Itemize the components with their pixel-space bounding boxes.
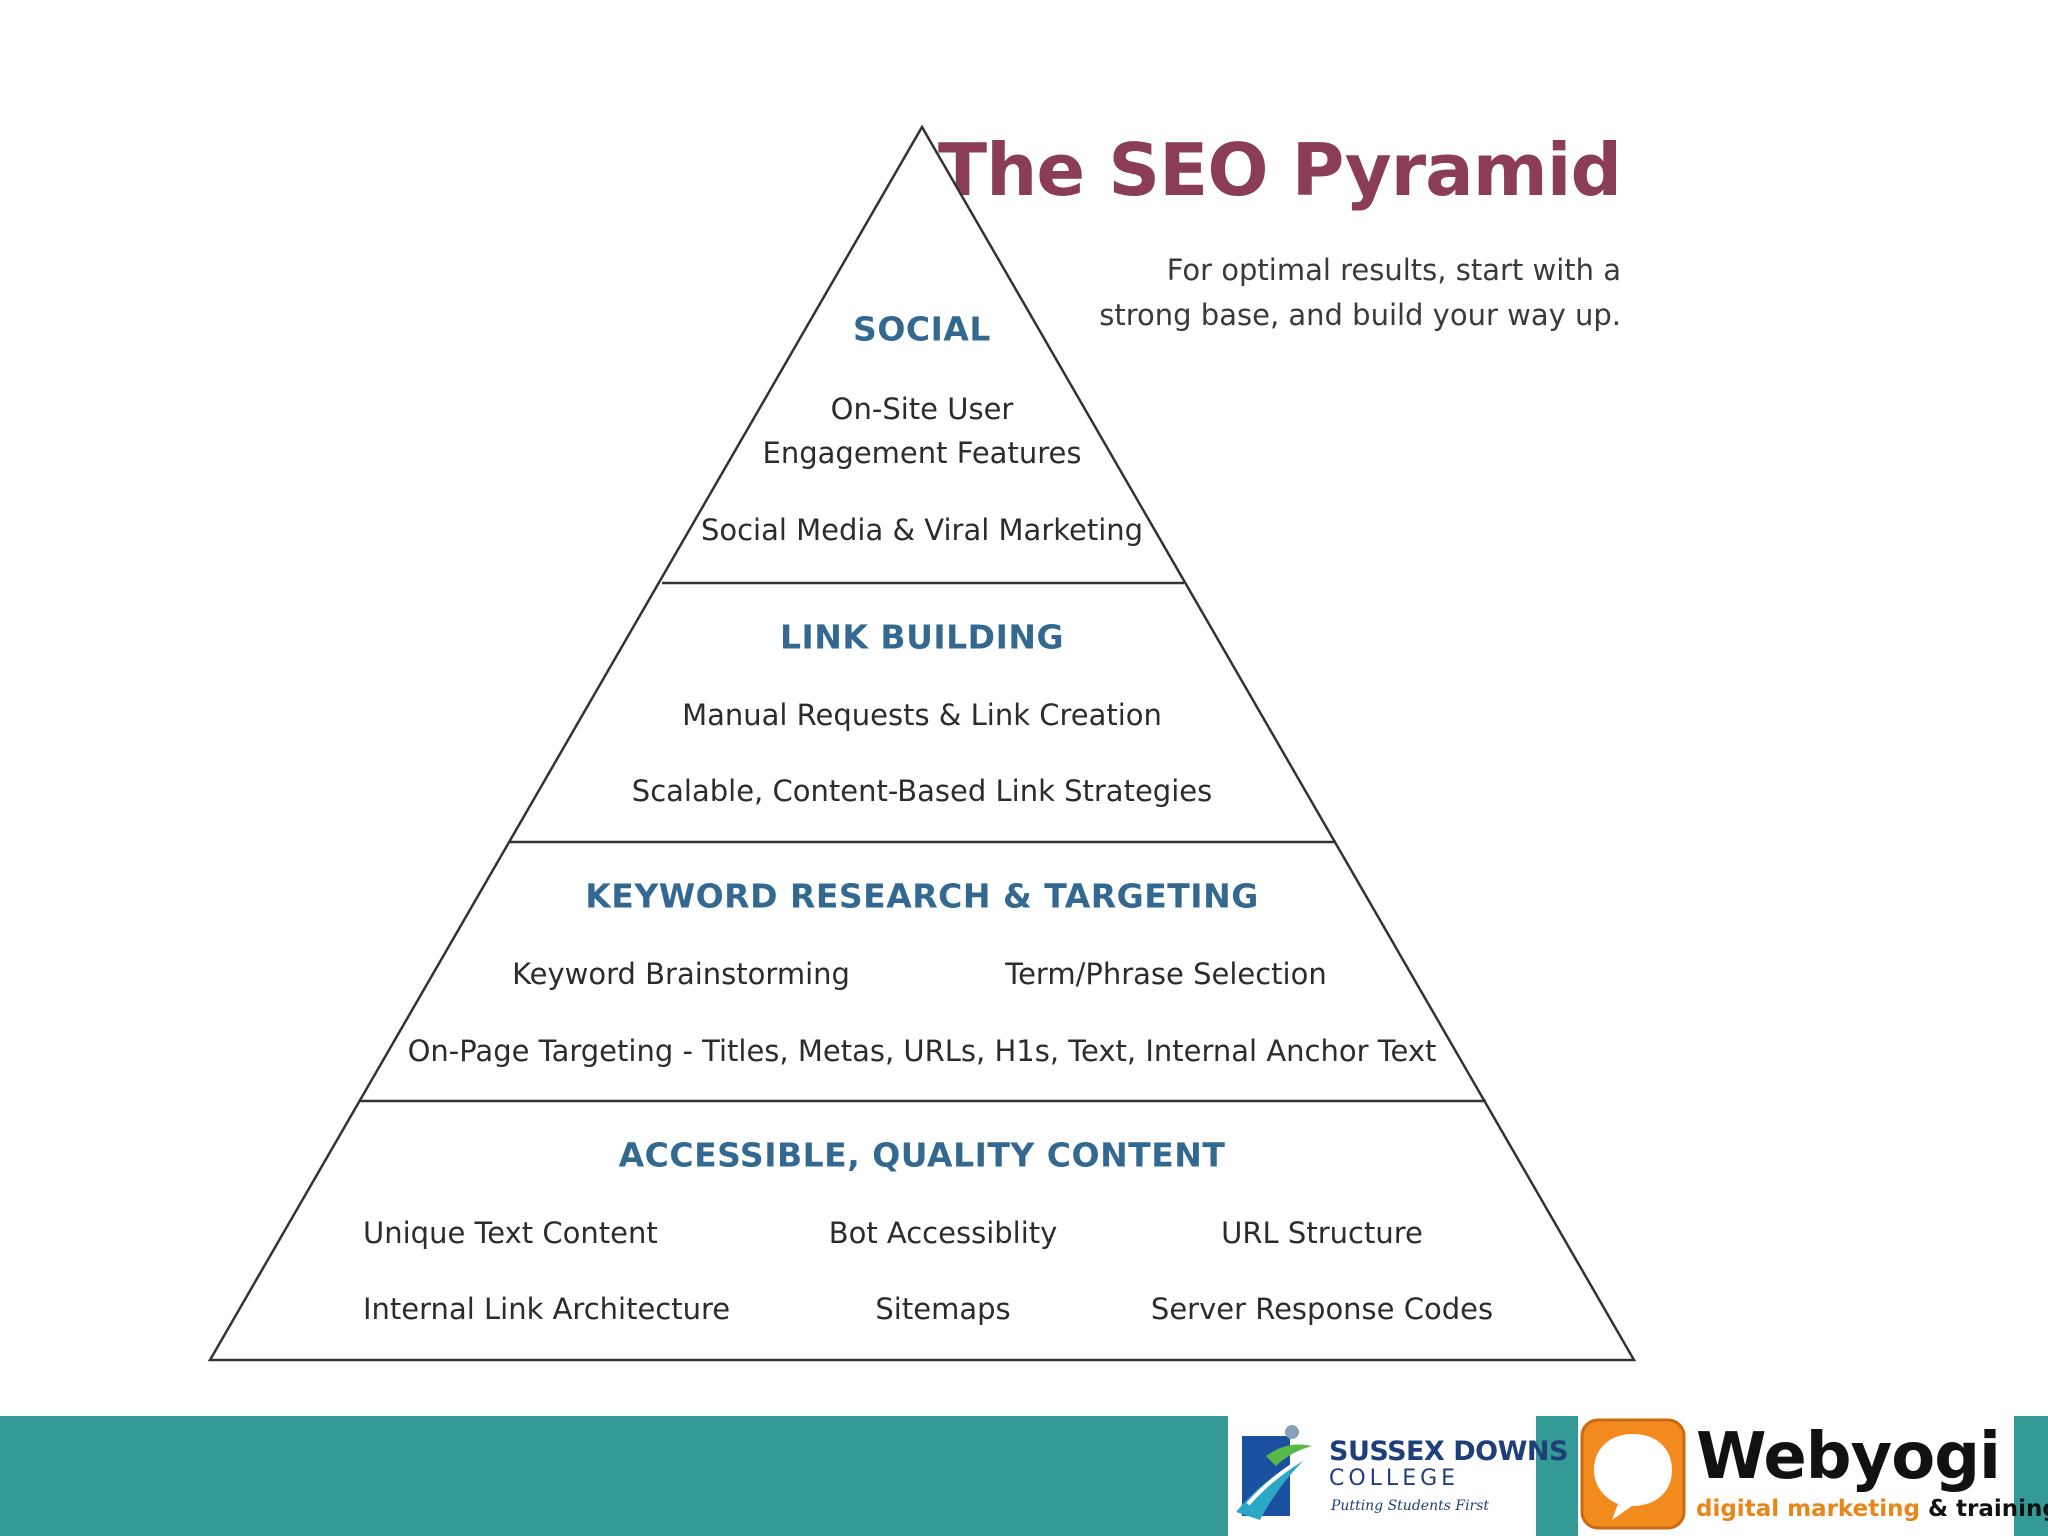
tier-keyword-item: Term/Phrase Selection bbox=[1005, 957, 1327, 991]
sussex-swoosh-icon bbox=[1236, 1425, 1315, 1520]
tier-content-item: Sitemaps bbox=[875, 1292, 1011, 1326]
tier-keyword-item: On-Page Targeting - Titles, Metas, URLs,… bbox=[407, 1034, 1437, 1068]
tier-content-heading: ACCESSIBLE, QUALITY CONTENT bbox=[618, 1135, 1226, 1175]
tier-keyword-item: Keyword Brainstorming bbox=[512, 957, 850, 991]
subtitle-line-2: strong base, and build your way up. bbox=[1099, 298, 1621, 332]
tier-content-item: URL Structure bbox=[1221, 1216, 1423, 1250]
subtitle-line-1: For optimal results, start with a bbox=[1166, 253, 1621, 287]
webyogi-logo: Webyogi digital marketing & training bbox=[1578, 1416, 2048, 1536]
tier-link-building-heading: LINK BUILDING bbox=[779, 617, 1065, 657]
sussex-college: COLLEGE bbox=[1329, 1466, 1460, 1491]
tier-link-building-item: Scalable, Content-Based Link Strategies bbox=[631, 774, 1213, 808]
sussex-tagline: Putting Students First bbox=[1331, 1498, 1490, 1514]
tier-content-item: Server Response Codes bbox=[1150, 1292, 1494, 1326]
sussex-downs-logo: SUSSEX DOWNS COLLEGE Putting Students Fi… bbox=[1228, 1416, 1568, 1536]
webyogi-tag-training: & training bbox=[1927, 1496, 2048, 1522]
tier-social-item: On-Site User bbox=[830, 392, 1014, 426]
slide-title: The SEO Pyramid bbox=[938, 128, 1622, 212]
tier-social-item: Social Media & Viral Marketing bbox=[700, 513, 1144, 547]
slide-subtitle: For optimal results, start with a strong… bbox=[1099, 248, 1621, 338]
webyogi-name: Webyogi bbox=[1696, 1420, 2001, 1494]
tier-social-item: Engagement Features bbox=[762, 436, 1082, 470]
tier-link-building-item: Manual Requests & Link Creation bbox=[682, 698, 1162, 732]
chat-bubble-icon bbox=[1580, 1418, 1686, 1530]
tier-content-item: Internal Link Architecture bbox=[363, 1292, 731, 1326]
webyogi-tagline: digital marketing & training bbox=[1696, 1496, 2048, 1522]
tier-keyword-heading: KEYWORD RESEARCH & TARGETING bbox=[585, 876, 1259, 916]
pyramid-outline bbox=[207, 124, 1637, 1362]
tier-content-item: Bot Accessiblity bbox=[828, 1216, 1058, 1250]
tier-social-heading: SOCIAL bbox=[853, 309, 991, 349]
webyogi-tag-digital: digital marketing bbox=[1696, 1496, 1920, 1522]
seo-pyramid bbox=[207, 124, 1637, 1362]
tier-content-item: Unique Text Content bbox=[363, 1216, 658, 1250]
sussex-name: SUSSEX DOWNS bbox=[1329, 1436, 1568, 1467]
